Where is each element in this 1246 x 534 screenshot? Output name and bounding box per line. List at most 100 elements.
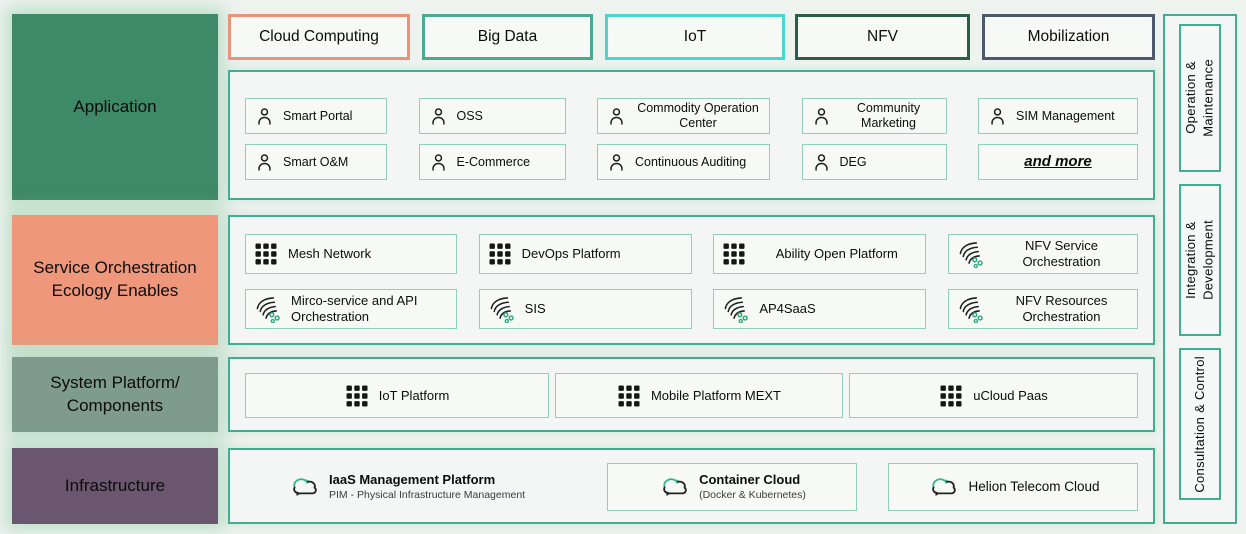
- app-item-oss: OSS: [418, 98, 566, 134]
- service-row-2: Mirco-service and API Orchestration SIS …: [245, 289, 1138, 329]
- section-label-application: Application: [12, 14, 218, 200]
- app-item-e-commerce: E-Commerce: [418, 144, 566, 180]
- person-icon: [428, 152, 449, 173]
- infrastructure-row: IaaS Management Platform PIM - Physical …: [245, 463, 1138, 511]
- person-icon: [987, 106, 1008, 127]
- item-label: DevOps Platform: [521, 246, 621, 262]
- sys-item-ucloud-paas: uCloud Paas: [849, 373, 1138, 418]
- application-row-1: Smart Portal OSS Commodity Operation Cen…: [245, 98, 1138, 134]
- wave-icon: [722, 296, 749, 323]
- tab-iot: IoT: [605, 14, 785, 60]
- item-label: SIS: [524, 301, 546, 317]
- app-item-and-more: and more: [978, 144, 1138, 180]
- app-item-smart-om: Smart O&M: [245, 144, 387, 180]
- item-label: NFV Resources Orchestration: [1015, 293, 1108, 324]
- tab-label: Cloud Computing: [259, 28, 379, 45]
- grid-icon: [254, 242, 278, 266]
- item-label: Helion Telecom Cloud: [968, 478, 1100, 494]
- item-text: Container Cloud (Docker & Kubernetes): [699, 472, 806, 501]
- svc-item-nfv-service-orchestration: NFV Service Orchestration: [947, 234, 1138, 274]
- service-row-1: Mesh Network DevOps Platform Ability Ope…: [245, 234, 1138, 274]
- infrastructure-section: IaaS Management Platform PIM - Physical …: [228, 448, 1155, 524]
- svc-item-ap4saas: AP4SaaS: [713, 289, 927, 329]
- item-label: and more: [1024, 153, 1092, 170]
- svc-item-sis: SIS: [478, 289, 692, 329]
- right-services-column: Operation & Maintenance Integration & De…: [1163, 14, 1237, 524]
- tab-label: NFV: [867, 28, 898, 45]
- tab-big-data: Big Data: [422, 14, 593, 60]
- system-platform-section: IoT Platform Mobile Platform MEXT uCloud…: [228, 357, 1155, 432]
- item-label: SIM Management: [1016, 108, 1115, 123]
- item-label: OSS: [456, 108, 483, 123]
- sys-item-iot-platform: IoT Platform: [245, 373, 549, 418]
- wave-icon: [488, 296, 515, 323]
- inf-item-container-cloud: Container Cloud (Docker & Kubernetes): [606, 463, 857, 511]
- app-item-sim-management: SIM Management: [978, 98, 1138, 134]
- item-label: IaaS Management Platform: [329, 472, 496, 488]
- wave-icon: [254, 296, 281, 323]
- application-section: Smart Portal OSS Commodity Operation Cen…: [228, 70, 1155, 200]
- right-box-label: Operation & Maintenance: [1183, 59, 1216, 137]
- system-row: IoT Platform Mobile Platform MEXT uCloud…: [245, 373, 1138, 418]
- section-label-service-orchestration: Service Orchestration Ecology Enables: [12, 215, 218, 345]
- cloud-sync-icon: [926, 475, 958, 499]
- item-label: Ability Open Platform: [775, 246, 898, 262]
- item-label: E-Commerce: [456, 154, 531, 169]
- wave-icon: [957, 241, 984, 268]
- cloud-sync-icon: [657, 475, 689, 499]
- item-label: AP4SaaS: [759, 301, 816, 317]
- app-item-deg: DEG: [801, 144, 947, 180]
- wave-icon: [957, 296, 984, 323]
- item-sublabel: (Docker & Kubernetes): [699, 489, 806, 501]
- item-label: IoT Platform: [378, 387, 450, 403]
- application-row-2: Smart O&M E-Commerce Continuous Auditing…: [245, 144, 1138, 180]
- item-label: uCloud Paas: [973, 387, 1048, 403]
- person-icon: [254, 152, 275, 173]
- person-icon: [811, 152, 832, 173]
- right-box-consultation-control: Consultation & Control: [1179, 348, 1221, 500]
- svc-item-ability-open-platform: Ability Open Platform: [713, 234, 927, 274]
- right-box-integration-development: Integration & Development: [1179, 184, 1221, 336]
- item-label: Smart O&M: [283, 154, 349, 169]
- person-icon: [606, 152, 627, 173]
- right-box-operation-maintenance: Operation & Maintenance: [1179, 24, 1221, 172]
- inf-item-helion-telecom-cloud: Helion Telecom Cloud: [888, 463, 1138, 511]
- section-label-text: System Platform/ Components: [50, 372, 180, 415]
- tab-cloud-computing: Cloud Computing: [228, 14, 410, 60]
- grid-icon: [345, 384, 369, 408]
- section-label-text: Infrastructure: [64, 475, 166, 495]
- grid-icon: [617, 384, 641, 408]
- person-icon: [428, 106, 449, 127]
- tab-label: Mobilization: [1027, 28, 1110, 45]
- item-sublabel: PIM - Physical Infrastructure Management: [329, 489, 526, 501]
- tab-label: Big Data: [477, 28, 538, 45]
- item-label: Mobile Platform MEXT: [650, 387, 782, 403]
- item-label: Mesh Network: [288, 246, 372, 262]
- person-icon: [254, 106, 275, 127]
- item-label: Container Cloud: [699, 472, 801, 488]
- item-label: Continuous Auditing: [635, 154, 747, 169]
- app-item-continuous-auditing: Continuous Auditing: [597, 144, 770, 180]
- tab-label: IoT: [683, 28, 707, 45]
- section-label-system-platform: System Platform/ Components: [12, 357, 218, 432]
- app-item-smart-portal: Smart Portal: [245, 98, 387, 134]
- right-box-label: Consultation & Control: [1192, 355, 1208, 493]
- item-label: Commodity Operation Center: [637, 101, 759, 130]
- section-label-text: Service Orchestration Ecology Enables: [33, 258, 197, 300]
- app-item-commodity-operation-center: Commodity Operation Center: [597, 98, 770, 134]
- cloud-sync-icon: [287, 475, 319, 499]
- item-label: Mirco-service and API Orchestration: [291, 293, 418, 324]
- tab-mobilization: Mobilization: [982, 14, 1155, 60]
- grid-icon: [722, 242, 746, 266]
- item-label: Smart Portal: [283, 108, 353, 123]
- app-item-community-marketing: Community Marketing: [801, 98, 947, 134]
- person-icon: [606, 106, 627, 127]
- grid-icon: [939, 384, 963, 408]
- person-icon: [811, 106, 832, 127]
- inf-item-iaas-management-platform: IaaS Management Platform PIM - Physical …: [245, 463, 575, 511]
- sys-item-mobile-platform-mext: Mobile Platform MEXT: [555, 373, 843, 418]
- section-label-infrastructure: Infrastructure: [12, 448, 218, 524]
- grid-icon: [488, 242, 512, 266]
- item-label: Community Marketing: [856, 101, 921, 130]
